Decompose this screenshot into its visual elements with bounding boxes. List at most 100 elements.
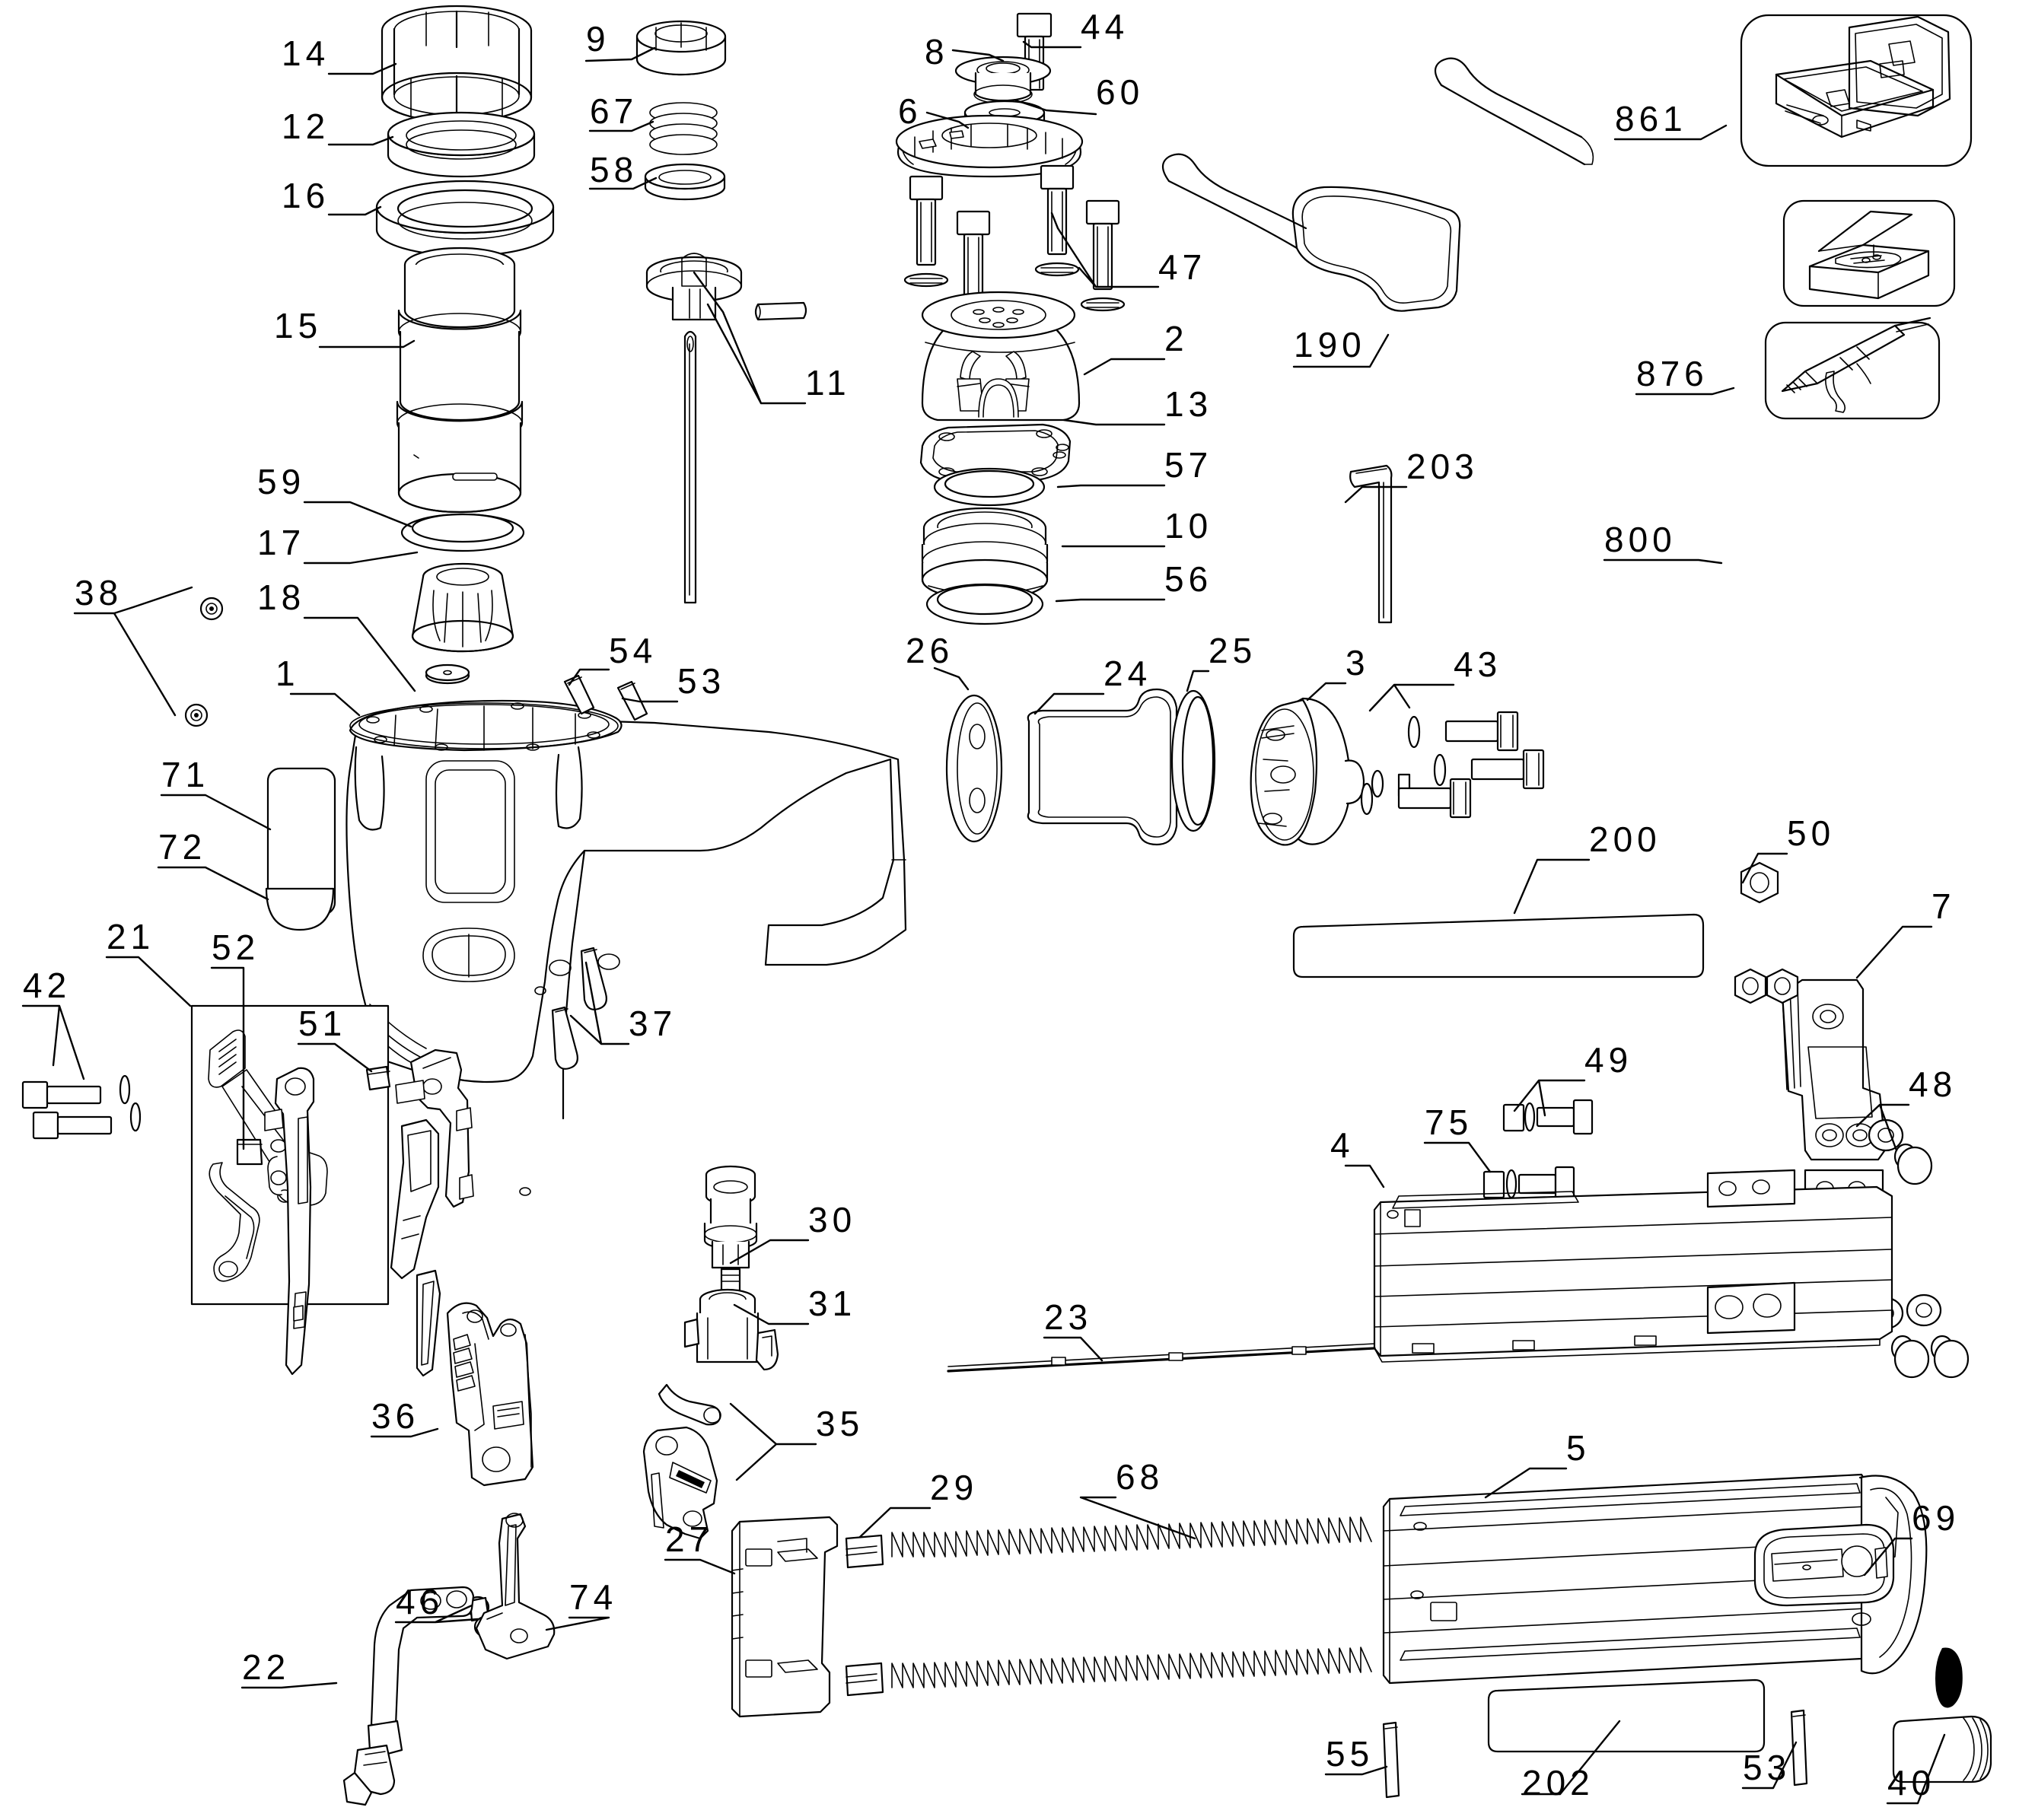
callout-number-3: 3 <box>1346 643 1370 682</box>
leader-line-58 <box>588 177 658 190</box>
part-16-seal-ring <box>375 180 555 257</box>
callout-number-4: 4 <box>1330 1125 1355 1165</box>
leader-line-54 <box>568 668 610 686</box>
leader-line-59 <box>303 501 412 528</box>
leader-line-3 <box>1306 682 1347 702</box>
callout-number-47: 47 <box>1158 247 1207 287</box>
callout-number-48: 48 <box>1909 1064 1957 1104</box>
leader-line-26 <box>933 667 970 691</box>
leader-line-2 <box>1083 358 1166 376</box>
callout-number-14: 14 <box>282 33 330 73</box>
part-50-hex-nut <box>1740 861 1779 904</box>
leader-line-75 <box>1423 1141 1492 1173</box>
leader-line-800 <box>1603 558 1723 565</box>
leader-line-30 <box>729 1239 810 1265</box>
callout-number-24: 24 <box>1103 654 1152 693</box>
part-10-piston-bumper <box>921 507 1049 601</box>
leader-line-36 <box>370 1427 439 1438</box>
leader-line-51 <box>297 1042 373 1073</box>
leader-line-1 <box>289 692 361 717</box>
part-22-actuator-rod <box>342 1586 475 1806</box>
callout-number-44: 44 <box>1081 7 1129 46</box>
leader-line-48 <box>1855 1103 1910 1152</box>
leader-line-60 <box>1014 99 1097 116</box>
part-57-oring <box>933 467 1046 507</box>
leader-line-53 <box>1741 1741 1798 1790</box>
callout-number-53: 53 <box>677 661 726 701</box>
part-15-cylinder <box>396 247 524 514</box>
part-43-bolts <box>1360 711 1545 819</box>
part-6-cap-cover <box>895 114 1084 178</box>
leader-line-13 <box>1062 418 1166 426</box>
callout-number-55: 55 <box>1326 1734 1374 1774</box>
leader-line-27 <box>664 1558 736 1575</box>
leader-line-203 <box>1344 485 1408 504</box>
callout-number-9: 9 <box>586 19 610 59</box>
part-52-pin <box>236 1138 263 1166</box>
part-4-magazine-rail <box>1373 1169 1893 1363</box>
leader-line-37 <box>569 961 630 1045</box>
part-17-bumper <box>411 562 514 653</box>
part-20-driver-linkage <box>390 1048 474 1377</box>
callout-number-75: 75 <box>1425 1102 1473 1142</box>
part-49-screw-washer <box>1502 1099 1594 1135</box>
leader-line-14 <box>327 62 397 75</box>
leader-line-68 <box>1079 1496 1196 1540</box>
callout-number-5: 5 <box>1566 1428 1591 1468</box>
leader-line-190 <box>1292 333 1390 368</box>
leader-line-12 <box>327 135 394 146</box>
part-23-rail-strip <box>947 1343 1376 1373</box>
callout-number-35: 35 <box>816 1404 865 1443</box>
leader-line-42 <box>21 1004 85 1080</box>
leader-line-74 <box>545 1616 610 1631</box>
callout-number-74: 74 <box>569 1577 618 1617</box>
callout-number-22: 22 <box>242 1647 291 1687</box>
callout-number-21: 21 <box>107 917 155 956</box>
callout-number-15: 15 <box>274 306 323 345</box>
part-876-parts-box <box>1782 199 1956 307</box>
callout-number-58: 58 <box>590 150 639 189</box>
leader-line-47 <box>1050 212 1160 288</box>
callout-number-10: 10 <box>1164 506 1213 546</box>
part-75-screw-washer <box>1482 1166 1575 1202</box>
part-19-contact-arm <box>264 1067 315 1376</box>
part-69-rubber-tip <box>1935 1647 1963 1708</box>
callout-number-861: 861 <box>1615 99 1687 138</box>
part-800-lubricant-box <box>1764 317 1941 420</box>
leader-line-18 <box>303 616 416 692</box>
leader-line-50 <box>1741 852 1788 884</box>
callout-number-38: 38 <box>75 573 123 612</box>
callout-number-12: 12 <box>282 107 330 146</box>
part-14-cage <box>381 5 533 123</box>
part-37-pins <box>551 947 607 1070</box>
part-38-eyelets <box>184 597 224 727</box>
callout-number-56: 56 <box>1164 559 1213 599</box>
leader-line-16 <box>327 205 382 216</box>
leader-line-23 <box>1043 1336 1103 1362</box>
leader-line-876 <box>1635 387 1735 396</box>
callout-number-51: 51 <box>298 1004 347 1043</box>
part-13-gasket <box>919 423 1072 482</box>
leader-line-43 <box>1368 683 1455 712</box>
callout-number-59: 59 <box>257 462 306 501</box>
leader-line-11 <box>693 271 807 405</box>
callout-number-69: 69 <box>1912 1498 1960 1538</box>
callout-number-31: 31 <box>808 1284 857 1323</box>
part-11-driver-blade <box>645 253 807 604</box>
callout-number-46: 46 <box>396 1582 444 1621</box>
callout-number-6: 6 <box>898 91 922 131</box>
part-2-head-housing <box>921 291 1081 422</box>
leader-line-9 <box>584 46 656 62</box>
callout-number-30: 30 <box>808 1200 857 1239</box>
part-8-bushing <box>954 56 1052 104</box>
callout-leader-lines <box>21 40 1946 1805</box>
part-5-magazine-body <box>1382 1473 1928 1685</box>
callout-number-23: 23 <box>1044 1297 1093 1337</box>
part-7-bracket <box>1734 968 1887 1214</box>
leader-line-44 <box>1022 40 1082 49</box>
leader-line-7 <box>1855 925 1933 979</box>
callout-number-36: 36 <box>371 1396 420 1436</box>
part-55-pin <box>1382 1721 1400 1799</box>
callout-number-25: 25 <box>1209 631 1257 670</box>
leader-line-8 <box>951 49 1005 62</box>
